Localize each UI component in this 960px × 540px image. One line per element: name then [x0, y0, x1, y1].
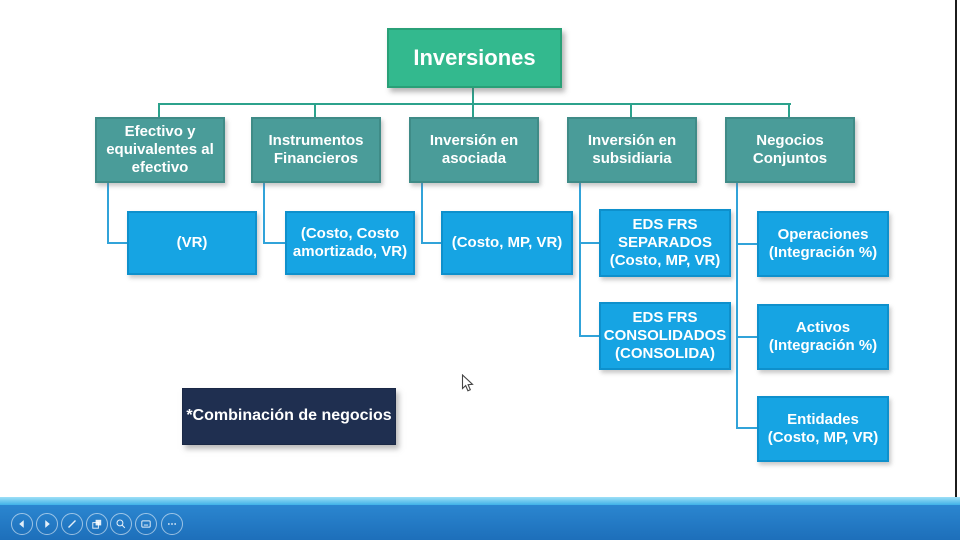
elbow-5-h1	[736, 243, 757, 245]
leaf-box-vr: (VR)	[127, 211, 257, 275]
elbow-1-v	[107, 183, 109, 244]
branch-box-subsidiaria: Inversión en subsidiaria	[567, 117, 697, 183]
elbow-1-h	[107, 242, 127, 244]
toolbar-accent-strip	[0, 497, 960, 505]
elbow-2-h	[263, 242, 285, 244]
see-all-slides-icon	[92, 519, 102, 529]
previous-slide-button[interactable]	[11, 513, 33, 535]
leaf-box-activos: Activos (Integración %)	[757, 304, 889, 370]
elbow-5-v	[736, 183, 738, 429]
next-slide-icon	[45, 520, 50, 528]
more-options-button[interactable]	[161, 513, 183, 535]
previous-slide-icon	[19, 520, 24, 528]
leaf-label: (Costo, Costo amortizado, VR)	[292, 225, 408, 260]
connector-stub-5	[788, 103, 790, 118]
elbow-4-h1	[579, 242, 599, 244]
leaf-box-costo-amortizado: (Costo, Costo amortizado, VR)	[285, 211, 415, 275]
magnifier-icon	[116, 519, 126, 529]
leaf-label: EDS FRS SEPARADOS (Costo, MP, VR)	[609, 216, 721, 269]
connector-root-stem	[472, 88, 474, 104]
branch-box-efectivo: Efectivo y equivalentes al efectivo	[95, 117, 225, 183]
branch-label: Negocios Conjuntos	[752, 132, 828, 167]
root-box-label: Inversiones	[413, 45, 536, 71]
leaf-box-costo-mp-vr: (Costo, MP, VR)	[441, 211, 573, 275]
branch-box-instrumentos: Instrumentos Financieros	[251, 117, 381, 183]
leaf-box-eds-frs-consolidados: EDS FRS CONSOLIDADOS (CONSOLIDA)	[599, 302, 731, 370]
connector-bus	[158, 103, 791, 105]
connector-stub-1	[158, 103, 160, 118]
leaf-label: Operaciones (Integración %)	[768, 226, 878, 261]
connector-stub-4	[630, 103, 632, 118]
note-label: *Combinación de negocios	[186, 407, 392, 425]
branch-box-negocios-conjuntos: Negocios Conjuntos	[725, 117, 855, 183]
leaf-label: EDS FRS CONSOLIDADOS (CONSOLIDA)	[603, 309, 727, 362]
branch-label: Inversión en asociada	[429, 132, 519, 167]
display-settings-button[interactable]	[135, 513, 157, 535]
note-box-combinacion-negocios: *Combinación de negocios	[182, 388, 396, 445]
see-all-slides-button[interactable]	[86, 513, 108, 535]
next-slide-button[interactable]	[36, 513, 58, 535]
elbow-4-v	[579, 183, 581, 337]
zoom-button[interactable]	[110, 513, 132, 535]
connector-stub-2	[314, 103, 316, 118]
elbow-5-h2	[736, 336, 757, 338]
display-settings-icon	[141, 520, 151, 528]
leaf-label: Entidades (Costo, MP, VR)	[767, 411, 879, 446]
root-box-inversiones: Inversiones	[387, 28, 562, 88]
elbow-5-h3	[736, 427, 757, 429]
branch-label: Instrumentos Financieros	[268, 132, 364, 167]
branch-box-asociada: Inversión en asociada	[409, 117, 539, 183]
leaf-label: (VR)	[176, 234, 208, 252]
elbow-2-v	[263, 183, 265, 244]
mouse-cursor	[461, 373, 475, 399]
pen-icon	[68, 520, 76, 528]
leaf-label: (Costo, MP, VR)	[451, 234, 563, 252]
more-options-icon	[167, 523, 177, 525]
branch-label: Inversión en subsidiaria	[587, 132, 677, 167]
leaf-label: Activos (Integración %)	[768, 319, 878, 354]
screen-edge-line	[955, 0, 957, 505]
elbow-3-v	[421, 183, 423, 244]
elbow-3-h	[421, 242, 441, 244]
leaf-box-eds-frs-separados: EDS FRS SEPARADOS (Costo, MP, VR)	[599, 209, 731, 277]
presentation-toolbar	[0, 505, 960, 540]
elbow-4-h2	[579, 335, 599, 337]
pen-button[interactable]	[61, 513, 83, 535]
leaf-box-entidades: Entidades (Costo, MP, VR)	[757, 396, 889, 462]
branch-label: Efectivo y equivalentes al efectivo	[106, 123, 214, 176]
connector-stub-3	[472, 103, 474, 118]
leaf-box-operaciones: Operaciones (Integración %)	[757, 211, 889, 277]
